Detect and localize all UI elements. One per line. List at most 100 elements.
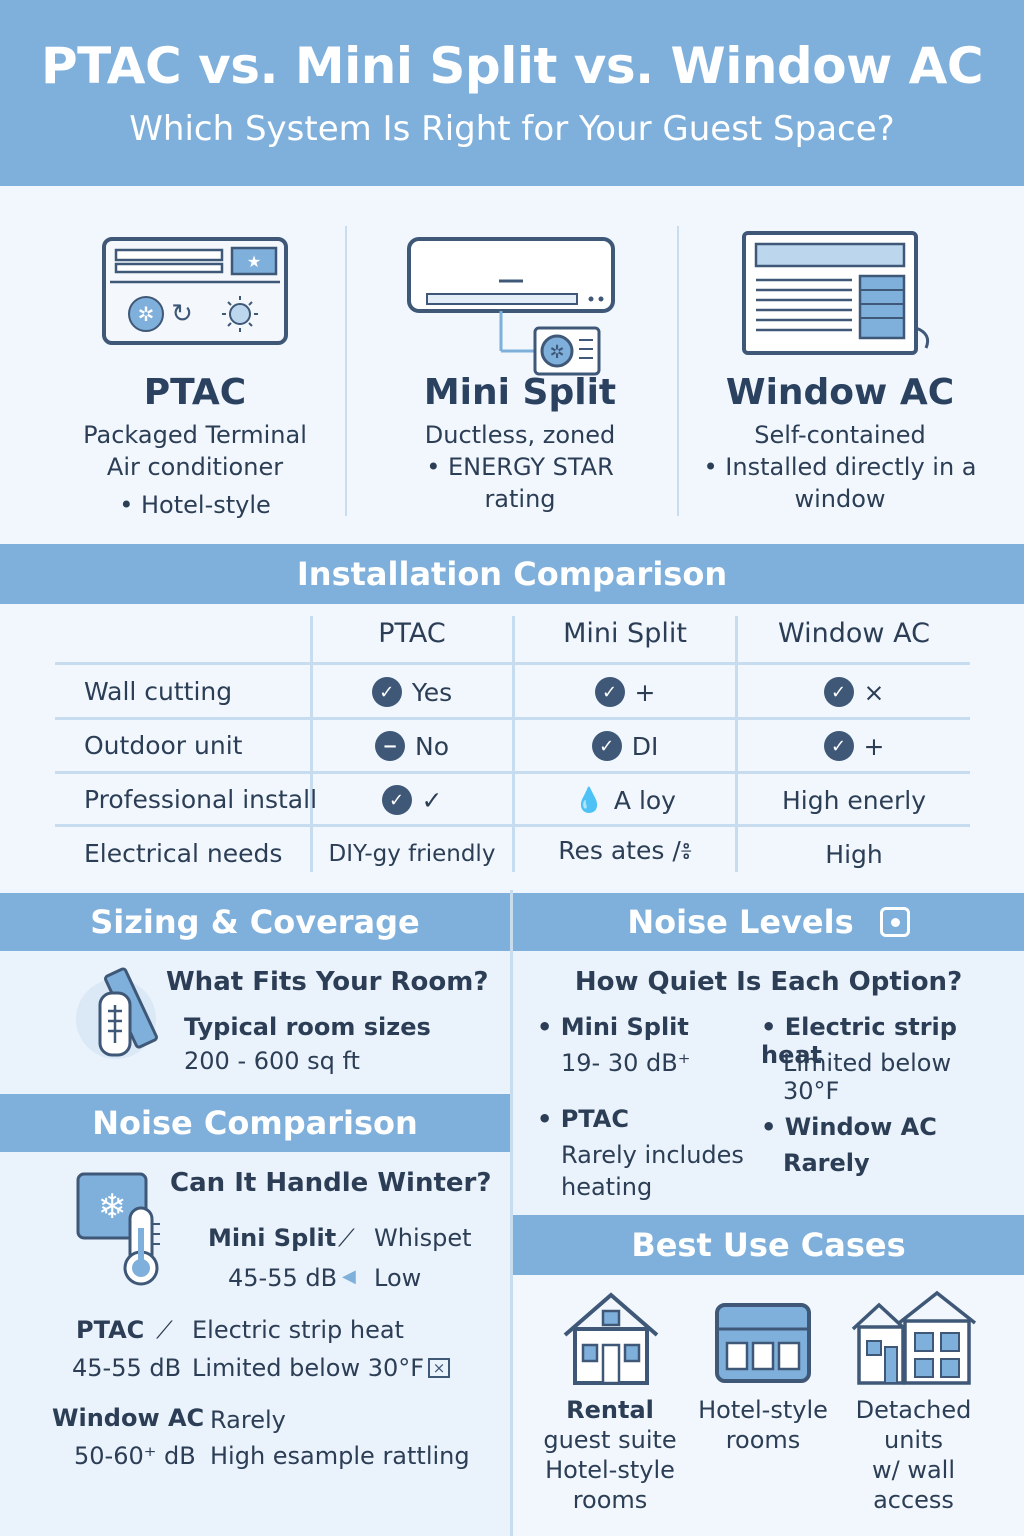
system-line: • Hotel-style bbox=[119, 491, 271, 519]
check-circle-icon: ✓ bbox=[381, 785, 412, 815]
cell-value: No bbox=[415, 731, 449, 761]
speaker-icon: ◀ bbox=[342, 1266, 356, 1287]
svg-text:❄: ❄ bbox=[98, 1187, 127, 1227]
table-cell: ✓+ bbox=[738, 728, 970, 764]
noise-levels-question: How Quiet Is Each Option? bbox=[574, 967, 963, 997]
installation-header: Installation Comparison bbox=[0, 544, 1024, 604]
check-circle-icon: ✓ bbox=[594, 677, 625, 707]
system-card-window-ac: Window AC Self-contained • Installed dir… bbox=[690, 372, 990, 515]
noise-item-name: • PTAC bbox=[537, 1105, 629, 1133]
use-case-line: guest suite bbox=[543, 1426, 677, 1454]
ptac-unit-icon: ★ ✲ ↻ bbox=[102, 237, 288, 345]
speaker-box-icon bbox=[879, 907, 910, 937]
grid-line bbox=[55, 771, 970, 774]
slash-icon: ⟋ bbox=[338, 1224, 355, 1252]
use-case-line: Hotel-style bbox=[545, 1456, 675, 1484]
item-level: Low bbox=[374, 1264, 422, 1292]
use-cases-panel: Rental guest suite Hotel-style rooms Hot… bbox=[513, 1275, 1024, 1536]
use-case-hotel: Hotel-style rooms bbox=[693, 1395, 833, 1455]
svg-text:★: ★ bbox=[247, 252, 261, 271]
system-line: Packaged Terminal bbox=[83, 421, 307, 449]
divider bbox=[677, 226, 679, 516]
noise-comparison-panel: ❄ Can It Handle Winter? Mini Split ⟋ Whi… bbox=[0, 1152, 510, 1536]
section-title: Sizing & Coverage bbox=[90, 903, 420, 941]
table-cell: 💧 A loy bbox=[515, 782, 735, 818]
use-case-line: w/ wall access bbox=[871, 1456, 955, 1514]
item-db: 45-55 dB bbox=[228, 1264, 338, 1292]
system-card-ptac: PTAC Packaged Terminal Air conditioner •… bbox=[40, 372, 350, 521]
svg-text:✲: ✲ bbox=[549, 342, 564, 363]
grid-line bbox=[55, 717, 970, 720]
system-card-mini-split: Mini Split Ductless, zoned • ENERGY STAR… bbox=[360, 372, 680, 515]
noise-item-detail: 19- 30 dB⁺ bbox=[561, 1049, 691, 1077]
row-label: Outdoor unit bbox=[84, 731, 243, 760]
grid-line bbox=[512, 616, 515, 872]
use-case-line: units bbox=[883, 1426, 943, 1454]
item-level: Limited below 30°F bbox=[192, 1354, 425, 1382]
section-title: Noise Comparison bbox=[92, 1104, 418, 1142]
noise-item-detail: Rarely includes heating bbox=[561, 1141, 744, 1201]
svg-text:✲: ✲ bbox=[138, 302, 155, 326]
system-name: Window AC bbox=[725, 372, 955, 413]
table-cell: ✓✓ bbox=[312, 782, 512, 818]
page-header: PTAC vs. Mini Split vs. Window AC Which … bbox=[0, 0, 1024, 186]
sizing-sub: Typical room sizes bbox=[184, 1013, 431, 1041]
noise-item-detail: Rarely bbox=[783, 1149, 870, 1177]
table-cell: High bbox=[738, 836, 970, 872]
page-subtitle: Which System Is Right for Your Guest Spa… bbox=[129, 109, 895, 149]
cell-value: A loy bbox=[613, 785, 676, 815]
noise-comparison-header: Noise Comparison bbox=[0, 1094, 510, 1152]
check-circle-icon: ✓ bbox=[591, 731, 622, 761]
use-case-line: Hotel-style bbox=[698, 1396, 828, 1424]
use-case-rental: Rental guest suite Hotel-style rooms bbox=[525, 1395, 695, 1515]
system-line: • ENERGY STAR bbox=[426, 453, 614, 481]
minus-circle-icon: − bbox=[375, 731, 405, 761]
column-header: PTAC bbox=[378, 618, 446, 649]
use-case-line: Detached bbox=[855, 1396, 972, 1424]
system-line: rating bbox=[484, 485, 556, 513]
section-title: Best Use Cases bbox=[631, 1226, 906, 1264]
system-name: Mini Split bbox=[423, 372, 617, 413]
cell-value: + bbox=[634, 677, 656, 707]
sizing-panel: What Fits Your Room? Typical room sizes … bbox=[0, 951, 510, 1094]
grid-line bbox=[55, 824, 970, 827]
table-cell: −No bbox=[312, 728, 512, 764]
thermostat-ruler-icon bbox=[76, 967, 158, 1059]
table-cell: ✓+ bbox=[515, 674, 735, 710]
detached-house-icon bbox=[851, 1290, 977, 1385]
section-title: Installation Comparison bbox=[296, 555, 728, 593]
noise-levels-panel: How Quiet Is Each Option? • Mini Split 1… bbox=[513, 951, 1024, 1215]
noise-item-name: • Mini Split bbox=[537, 1013, 689, 1041]
cell-value: Res ates /៖ bbox=[558, 836, 692, 865]
check-circle-icon: ✓ bbox=[823, 731, 854, 761]
table-cell: DIY-gy friendly bbox=[312, 836, 512, 872]
system-name: PTAC bbox=[143, 372, 247, 413]
system-line: • Installed directly in a bbox=[703, 453, 977, 481]
cell-value: DI bbox=[631, 731, 659, 761]
row-label: Electrical needs bbox=[84, 839, 283, 868]
use-case-line: rooms bbox=[725, 1426, 801, 1454]
noise-item-name: • Window AC bbox=[761, 1113, 937, 1141]
sizing-question: What Fits Your Room? bbox=[166, 967, 489, 997]
house-icon bbox=[563, 1292, 659, 1385]
svg-text:↻: ↻ bbox=[171, 299, 193, 329]
column-header: Mini Split bbox=[563, 618, 687, 649]
row-label: Professional install bbox=[84, 785, 318, 814]
item-name: Window AC bbox=[52, 1404, 205, 1432]
drop-icon: 💧 bbox=[574, 786, 604, 814]
slash-icon: ⟋ bbox=[156, 1316, 173, 1344]
noise-item-name: • Electric strip heat bbox=[761, 1013, 957, 1069]
item-level: High esample rattling bbox=[210, 1442, 470, 1470]
system-line: Air conditioner bbox=[106, 453, 284, 481]
cell-value: ✓ bbox=[421, 785, 443, 815]
noise-item-detail: Limited below 30°F bbox=[783, 1049, 952, 1105]
cell-value: High enerly bbox=[781, 785, 927, 815]
item-note: Whispet bbox=[374, 1224, 472, 1252]
item-name: PTAC bbox=[76, 1316, 145, 1344]
table-cell: High enerly bbox=[738, 782, 970, 818]
use-case-line: rooms bbox=[572, 1486, 648, 1514]
system-line: window bbox=[794, 485, 886, 513]
column-header: Window AC bbox=[778, 618, 930, 649]
page-title: PTAC vs. Mini Split vs. Window AC bbox=[40, 37, 984, 95]
item-name: Mini Split bbox=[208, 1224, 337, 1252]
